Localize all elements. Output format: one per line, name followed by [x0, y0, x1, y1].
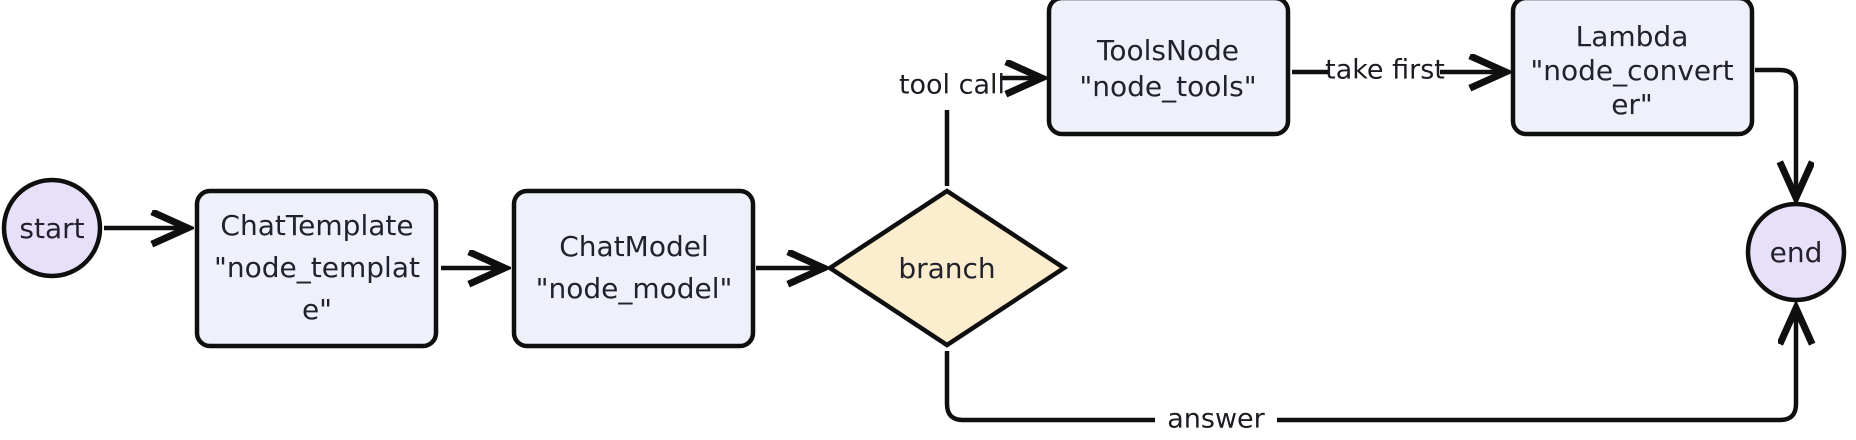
edge-label-take-first: take first	[1325, 55, 1445, 86]
node-end-label: end	[1770, 236, 1823, 269]
node-start[interactable]: start	[1, 177, 103, 279]
node-node-converter[interactable]: Lambda "node_convert er"	[1510, 0, 1755, 137]
node-node-converter-shape[interactable]	[1510, 0, 1755, 137]
node-branch-label: branch	[898, 252, 995, 285]
node-node-model[interactable]: ChatModel "node_model"	[511, 188, 756, 349]
node-node-tools-label-line-1: ToolsNode	[1096, 34, 1239, 67]
node-node-template-label-line-2: "node_templat	[214, 251, 420, 284]
node-node-tools-shape[interactable]	[1046, 0, 1291, 137]
edge-branch-to-end-answer	[944, 310, 1796, 423]
node-end-shape[interactable]	[1745, 201, 1847, 303]
node-node-template-label-line-3: e"	[302, 293, 332, 326]
edge-node-converter-to-end	[1755, 67, 1796, 196]
node-node-tools[interactable]: ToolsNode "node_tools"	[1046, 0, 1291, 137]
node-node-model-shape[interactable]	[511, 188, 756, 349]
node-node-model-label-line-2: "node_model"	[536, 272, 733, 305]
node-node-converter-label-line-3: er"	[1611, 88, 1653, 121]
node-node-template-label-line-1: ChatTemplate	[220, 209, 413, 242]
node-branch[interactable]: branch	[825, 188, 1069, 348]
node-branch-shape[interactable]	[825, 188, 1069, 348]
edge-label-tool-call: tool call	[899, 70, 1005, 101]
edge-branch-to-node-tools	[944, 78, 1040, 186]
edge-label-answer: answer	[1167, 404, 1265, 435]
node-start-label: start	[19, 212, 84, 245]
node-end[interactable]: end	[1745, 201, 1847, 303]
node-node-template[interactable]: ChatTemplate "node_templat e"	[194, 188, 439, 349]
node-node-converter-label-line-2: "node_convert	[1530, 54, 1733, 87]
node-start-shape[interactable]	[1, 177, 103, 279]
node-node-converter-label-line-1: Lambda	[1576, 20, 1689, 53]
node-node-template-shape[interactable]	[194, 188, 439, 349]
node-node-model-label-line-1: ChatModel	[559, 230, 709, 263]
node-node-tools-label-line-2: "node_tools"	[1079, 70, 1256, 103]
